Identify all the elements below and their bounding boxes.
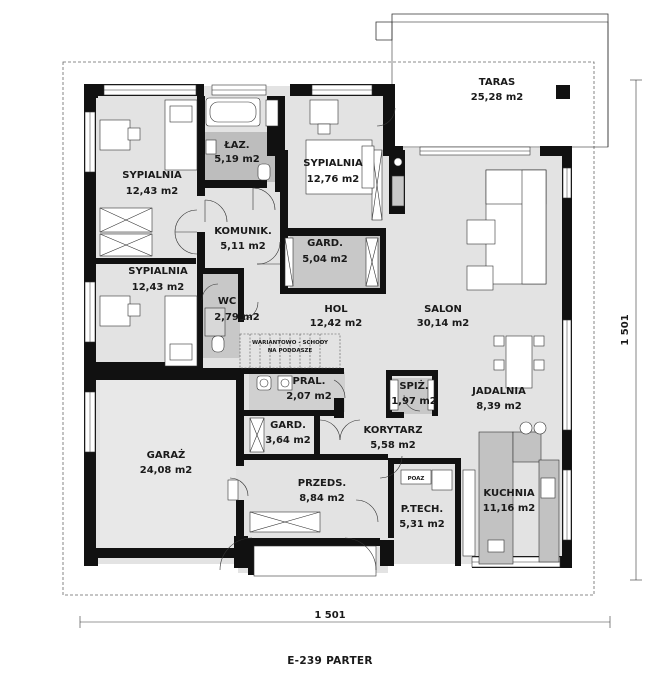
komunik-name: KOMUNIK. <box>214 226 272 237</box>
gard2-name: GARD. <box>270 420 306 431</box>
korytarz-area: 5,58 m2 <box>370 440 416 451</box>
ptech-area: 5,31 m2 <box>399 519 445 530</box>
sypialnia1-name: SYPIALNIA <box>122 170 182 181</box>
jadalnia-name: JADALNIA <box>471 386 526 397</box>
sypialnia3-area: 12,43 m2 <box>132 282 185 293</box>
dimension-right: 1 501 <box>620 314 631 345</box>
ptech-name: P.TECH. <box>401 504 443 515</box>
taras-area: 25,28 m2 <box>471 92 524 103</box>
sypialnia2-name: SYPIALNIA <box>303 158 363 169</box>
przeds-area: 8,84 m2 <box>299 493 345 504</box>
garaz-area: 24,08 m2 <box>140 465 193 476</box>
plan-title: E-239 PARTER <box>287 655 373 667</box>
laz-area: 5,19 m2 <box>214 154 260 165</box>
dimension-bottom: 1 501 <box>314 610 345 621</box>
stairs <box>239 333 341 369</box>
sypialnia3-name: SYPIALNIA <box>128 266 188 277</box>
garaz-name: GARAŻ <box>147 447 186 461</box>
komunik-area: 5,11 m2 <box>220 241 266 252</box>
taras-name: TARAS <box>479 77 515 88</box>
stairs-note-2: NA PODDASZE <box>268 348 313 354</box>
kuchnia-name: KUCHNIA <box>483 488 534 499</box>
wc-name: WC <box>218 296 236 307</box>
spiz-area: 1,97 m2 <box>391 396 437 407</box>
gard1-name: GARD. <box>307 238 343 249</box>
sypialnia2-area: 12,76 m2 <box>307 174 360 185</box>
salon-area: 30,14 m2 <box>417 318 470 329</box>
hol-name: HOL <box>324 304 348 315</box>
dimension-lines <box>79 79 642 628</box>
gard2-area: 3,64 m2 <box>265 435 311 446</box>
furniture <box>99 99 560 565</box>
wardrobes <box>99 149 435 533</box>
bath-fixtures <box>204 97 293 391</box>
pral-name: PRAL. <box>293 376 326 387</box>
sypialnia1-area: 12,43 m2 <box>126 186 179 197</box>
korytarz-name: KORYTARZ <box>364 425 423 436</box>
stairs-note-1: WARIANTOWO - SCHODY <box>252 340 329 346</box>
spiz-name: SPIŻ. <box>399 378 428 392</box>
wc-area: 2,79 m2 <box>214 312 260 323</box>
hol-area: 12,42 m2 <box>310 318 363 329</box>
laz-name: ŁAZ. <box>223 140 249 151</box>
kuchnia-area: 11,16 m2 <box>483 503 536 514</box>
garage-floor <box>100 378 236 548</box>
column <box>556 85 570 99</box>
poaz-label: POAZ <box>408 476 425 482</box>
gard1-area: 5,04 m2 <box>302 254 348 265</box>
przeds-name: PRZEDS. <box>298 478 346 489</box>
roof-outline <box>62 61 595 596</box>
window-lines <box>89 89 568 563</box>
jadalnia-area: 8,39 m2 <box>476 401 522 412</box>
wardrobe-floor <box>290 235 380 290</box>
salon-name: SALON <box>424 304 462 315</box>
room-labels: TARAS 25,28 m2 SYPIALNIA 12,43 m2 ŁAZ. 5… <box>122 77 631 667</box>
pral-area: 2,07 m2 <box>286 391 332 402</box>
doors <box>174 107 421 571</box>
